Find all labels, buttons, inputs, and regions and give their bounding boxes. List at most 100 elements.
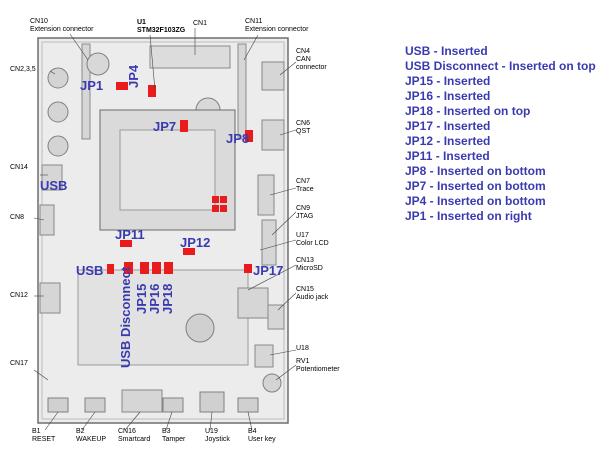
label-cn17: CN17 [10, 360, 28, 368]
legend-item: USB - Inserted [405, 44, 488, 58]
cn13-microsd [237, 287, 269, 319]
label-cn4-name: CN4 [296, 48, 311, 55]
label-u18-name: U18 [296, 345, 309, 352]
label-b2-desc: WAKEUP [76, 436, 107, 443]
callout-lines [33, 28, 297, 431]
label-u19-desc: Joystick [205, 436, 230, 443]
label-cn1-name: CN1 [193, 20, 208, 27]
top-knob-left [86, 52, 110, 76]
label-u1: U1 STM32F103ZG [137, 19, 185, 35]
u18-chip [254, 344, 274, 368]
label-cn13-name: CN13 [296, 257, 314, 264]
legend-item: JP1 - Inserted on right [405, 209, 532, 223]
label-cn6: CN6 QST [296, 120, 310, 136]
label-b3-name: B3 [162, 428, 171, 435]
label-u17-name: U17 [296, 232, 309, 239]
label-rv1: RV1 Potentiometer [296, 358, 340, 374]
label-cn235-name: CN2,3,5 [10, 66, 36, 73]
b2-wakeup-button [84, 397, 106, 413]
label-b4-desc: User key [248, 436, 276, 443]
cn3-circle [47, 101, 69, 123]
label-cn14: CN14 [10, 164, 28, 172]
label-rv1-name: RV1 [296, 358, 310, 365]
label-cn14-name: CN14 [10, 164, 28, 171]
cpu-jumper-3 [220, 196, 227, 203]
legend-item: JP7 - Inserted on bottom [405, 179, 546, 193]
jumper-label-jp18: JP18 [160, 283, 175, 314]
label-cn7: CN7 Trace [296, 178, 314, 194]
legend-item: JP15 - Inserted [405, 74, 491, 88]
label-cn12: CN12 [10, 292, 28, 300]
jp11-jumper [120, 240, 132, 247]
jumper-label-usb-disconnect: USB Disconnect [118, 266, 133, 368]
cn6-connector [261, 119, 285, 151]
label-cn6-desc: QST [296, 128, 311, 135]
cn12-connector [39, 282, 61, 314]
usb-disconnect-jumper [124, 262, 133, 274]
jumper-label-jp1: JP1 [80, 78, 104, 93]
label-b1-desc: RESET [32, 436, 56, 443]
legend-item: JP4 - Inserted on bottom [405, 194, 546, 208]
b3-tamper-button [162, 397, 184, 413]
cn15-audio-jack [267, 304, 285, 330]
jp8-jumper [245, 130, 253, 142]
label-cn11-name: CN11 [245, 18, 263, 25]
jumper-label-jp17: JP17 [253, 263, 284, 278]
label-cn16-name: CN16 [118, 428, 136, 435]
jp7-jumper [180, 120, 188, 132]
rv1-potentiometer [262, 373, 282, 393]
jumper-label-jp4: JP4 [126, 64, 141, 88]
jumpers [107, 82, 253, 274]
jp1-jumper [116, 82, 128, 90]
cn4-connector [261, 61, 285, 91]
jp17-jumper [244, 264, 252, 273]
label-b3-desc: Tamper [162, 436, 186, 443]
label-cn10-name: CN10 [30, 18, 48, 25]
cn14-connector [41, 164, 63, 191]
jp12-jumper [183, 248, 195, 255]
label-cn15: CN15 Audio jack [296, 286, 328, 302]
jumper-label-jp12: JP12 [180, 235, 211, 250]
label-cn9: CN9 JTAG [296, 205, 313, 221]
label-cn10: CN10 Extension connector [30, 18, 93, 34]
jumper-label-jp11: JP11 [115, 227, 145, 242]
label-cn9-name: CN9 [296, 205, 311, 212]
label-cn4: CN4 CAN connector [296, 48, 327, 72]
jp18-jumper [164, 262, 173, 274]
label-cn7-desc: Trace [296, 186, 314, 193]
jumper-label-jp7: JP7 [153, 119, 177, 134]
label-cn8: CN8 [10, 214, 24, 222]
label-b4-name: B4 [248, 428, 257, 435]
jp15-jumper [140, 262, 149, 274]
label-b1: B1 RESET [32, 428, 55, 444]
jp16-jumper [152, 262, 161, 274]
label-cn9-desc: JTAG [296, 213, 314, 220]
cn16-smartcard [121, 389, 163, 413]
cpu-jumper-2 [212, 205, 219, 212]
label-cn12-name: CN12 [10, 292, 28, 299]
label-b1-name: B1 [32, 428, 41, 435]
cn8-connector [39, 204, 55, 236]
label-cn10-desc: Extension connector [30, 26, 94, 33]
cpu-jumper-4 [220, 205, 227, 212]
label-cn11-desc: Extension connector [245, 26, 309, 33]
label-b2: B2 WAKEUP [76, 428, 106, 444]
b1-reset-button [47, 397, 69, 413]
jumper-label-usb-side: USB [40, 178, 68, 193]
label-cn1: CN1 [193, 20, 207, 28]
legend-item: JP16 - Inserted [405, 89, 491, 103]
label-cn13: CN13 MicroSD [296, 257, 323, 273]
label-u18: U18 [296, 345, 309, 353]
label-b2-name: B2 [76, 428, 85, 435]
jumper-label-usb-bottom: USB [76, 263, 104, 278]
label-cn17-name: CN17 [10, 360, 28, 367]
cn9-connector [261, 219, 277, 266]
cn1-connector [149, 45, 231, 69]
label-u19: U19 Joystick [205, 428, 230, 444]
legend-item: USB Disconnect - Inserted on top [405, 59, 596, 73]
cn10-connector [81, 43, 91, 140]
label-cn16: CN16 Smartcard [118, 428, 150, 444]
label-cn4-desc1: CAN [296, 56, 311, 63]
label-cn13-desc: MicroSD [296, 265, 323, 272]
